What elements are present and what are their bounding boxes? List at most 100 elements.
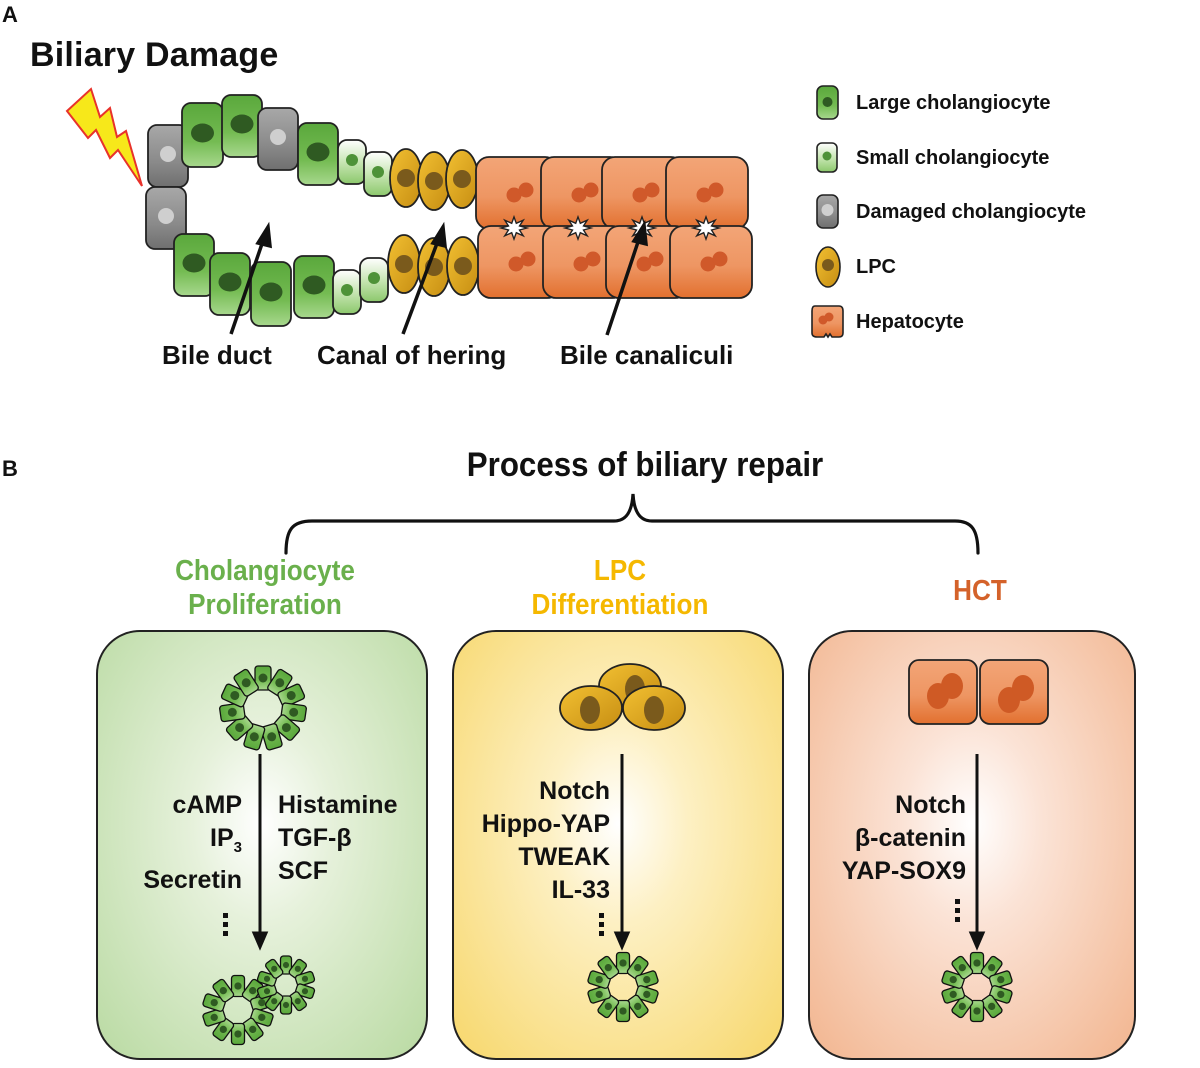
panel-a-letter: A	[2, 2, 18, 27]
large-cell	[173, 233, 215, 297]
lightning-bolt-icon	[65, 87, 143, 187]
bile-duct-diagram	[65, 87, 753, 336]
cholangiocyte-cell	[634, 970, 659, 989]
legend-label: Large cholangiocyte	[856, 91, 1051, 114]
grouping-brace	[284, 493, 980, 555]
factor-ip3-subscript: 3	[233, 839, 242, 856]
bile-canaliculus-icon	[498, 214, 530, 242]
cholangiocyte-cell	[626, 955, 649, 980]
cholangiocyte-cell	[951, 994, 974, 1019]
lpc-icon	[808, 245, 848, 289]
heading-line2: Differentiation	[531, 589, 709, 621]
cholangiocyte-cell	[980, 994, 1003, 1019]
cholangiocyte-cell	[241, 1017, 264, 1042]
large-cholangiocyte-icon	[808, 81, 848, 125]
cholangiocyte-cell	[634, 985, 659, 1004]
factor-notch: Notch	[539, 777, 610, 805]
factor-tweak: TWEAK	[518, 843, 610, 871]
cholangiocyte-cell	[233, 668, 259, 697]
lpc-cell	[445, 149, 479, 209]
cholangiocyte-cell	[587, 970, 612, 989]
cholangiocyte-cell	[288, 958, 307, 979]
cholangiocyte-cell	[587, 985, 612, 1004]
cholangiocyte-cell	[267, 668, 293, 697]
legend-label: Damaged cholangiocyte	[856, 200, 1087, 223]
bile-duct-ring-icon	[587, 951, 659, 1023]
cholangiocyte-cell	[988, 970, 1013, 989]
cholangiocyte-cell	[212, 1017, 235, 1042]
cholangiocyte-cell	[265, 958, 284, 979]
lpc-cluster-icon	[559, 663, 686, 731]
factor-scf: SCF	[278, 857, 328, 885]
heading-line1: LPC	[593, 555, 647, 587]
cholangiocyte-cell	[277, 683, 306, 708]
factor-hippo-yap: Hippo-YAP	[481, 810, 610, 838]
damaged-cell	[145, 186, 187, 250]
factor-camp: cAMP	[172, 791, 242, 819]
legend-label: Small cholangiocyte	[856, 146, 1050, 169]
factor-ip3-text: IP	[210, 824, 234, 852]
legend-item-large-cholangiocyte: Large cholangiocyte	[808, 83, 1051, 123]
factor-histamine: Histamine	[278, 791, 398, 819]
cholangiocyte-cell	[279, 995, 293, 1015]
cholangiocyte-cell	[254, 665, 272, 691]
damaged-cell	[257, 107, 299, 171]
hct-factors-list: Notch β-catenin YAP-SOX9	[820, 789, 966, 888]
cholangiocyte-cell	[230, 974, 246, 998]
canal-of-hering-arrow	[401, 237, 441, 335]
hct-heading: HCT	[890, 574, 1070, 608]
cholangiocyte-cell	[969, 951, 985, 975]
large-cell	[250, 261, 292, 327]
damaged-cell	[147, 124, 189, 188]
lpc-differentiation-heading: LPC Differentiation	[490, 554, 751, 622]
factor-secretin: Secretin	[143, 866, 242, 894]
hepatocyte-cell	[665, 156, 749, 230]
cholangiocyte-cell	[951, 955, 974, 980]
legend-item-hepatocyte: Hepatocyte	[808, 302, 964, 342]
cholangiocyte-cell	[260, 723, 283, 751]
cholangiocyte-cell	[941, 970, 966, 989]
cholangiocyte-cell	[202, 993, 227, 1012]
cholangiocyte-cell	[280, 702, 307, 723]
bile-canaliculi-label: Bile canaliculi	[560, 340, 734, 370]
hepatocyte-cell	[542, 225, 626, 299]
cholangiocyte-cell	[615, 951, 631, 975]
cholangiocyte-cell	[969, 999, 985, 1023]
bile-duct-ring-icon	[941, 951, 1013, 1023]
ellipsis-icon	[955, 899, 960, 922]
damaged-cholangiocyte-icon	[808, 190, 848, 234]
hepatocyte-icon	[808, 300, 848, 344]
bile-canaliculus-icon	[690, 214, 722, 242]
cholangiocyte-cell	[288, 991, 307, 1012]
factors-right-list: Histamine TGF-β SCF	[278, 789, 397, 888]
factors-left-list: cAMP IP3 Secretin	[120, 789, 242, 897]
cholangiocyte-cell	[256, 983, 278, 1000]
large-cell	[209, 252, 251, 316]
lpc-cell	[417, 151, 451, 211]
bile-duct-label: Bile duct	[162, 340, 272, 370]
legend-label: LPC	[856, 255, 896, 278]
cholangiocyte-cell	[294, 970, 316, 987]
ellipsis-icon	[223, 913, 228, 936]
small-cholangiocyte-icon	[808, 136, 848, 180]
large-cell	[297, 122, 339, 186]
cholangiocyte-cell	[941, 985, 966, 1004]
cholangiocyte-cell	[219, 702, 246, 723]
cholangiocyte-cell	[626, 994, 649, 1019]
cholangiocyte-cell	[249, 1008, 274, 1027]
hepatocyte-cell	[669, 225, 753, 299]
factor-yap-sox9: YAP-SOX9	[841, 857, 966, 885]
legend-item-lpc: LPC	[808, 245, 896, 289]
factor-notch: Notch	[895, 791, 966, 819]
large-cell	[181, 102, 224, 168]
ellipsis-icon	[599, 913, 604, 936]
cholangiocyte-cell	[230, 1022, 246, 1046]
bile-duct-ring-icon	[219, 665, 307, 751]
factor-tgf-beta: TGF-β	[278, 824, 352, 852]
legend-item-small-cholangiocyte: Small cholangiocyte	[808, 138, 1049, 178]
cholangiocyte-cell	[615, 999, 631, 1023]
hepatocyte-pair-icon	[908, 659, 1049, 725]
cholangiocyte-cell	[597, 994, 620, 1019]
heading-line1: HCT	[953, 575, 1007, 607]
